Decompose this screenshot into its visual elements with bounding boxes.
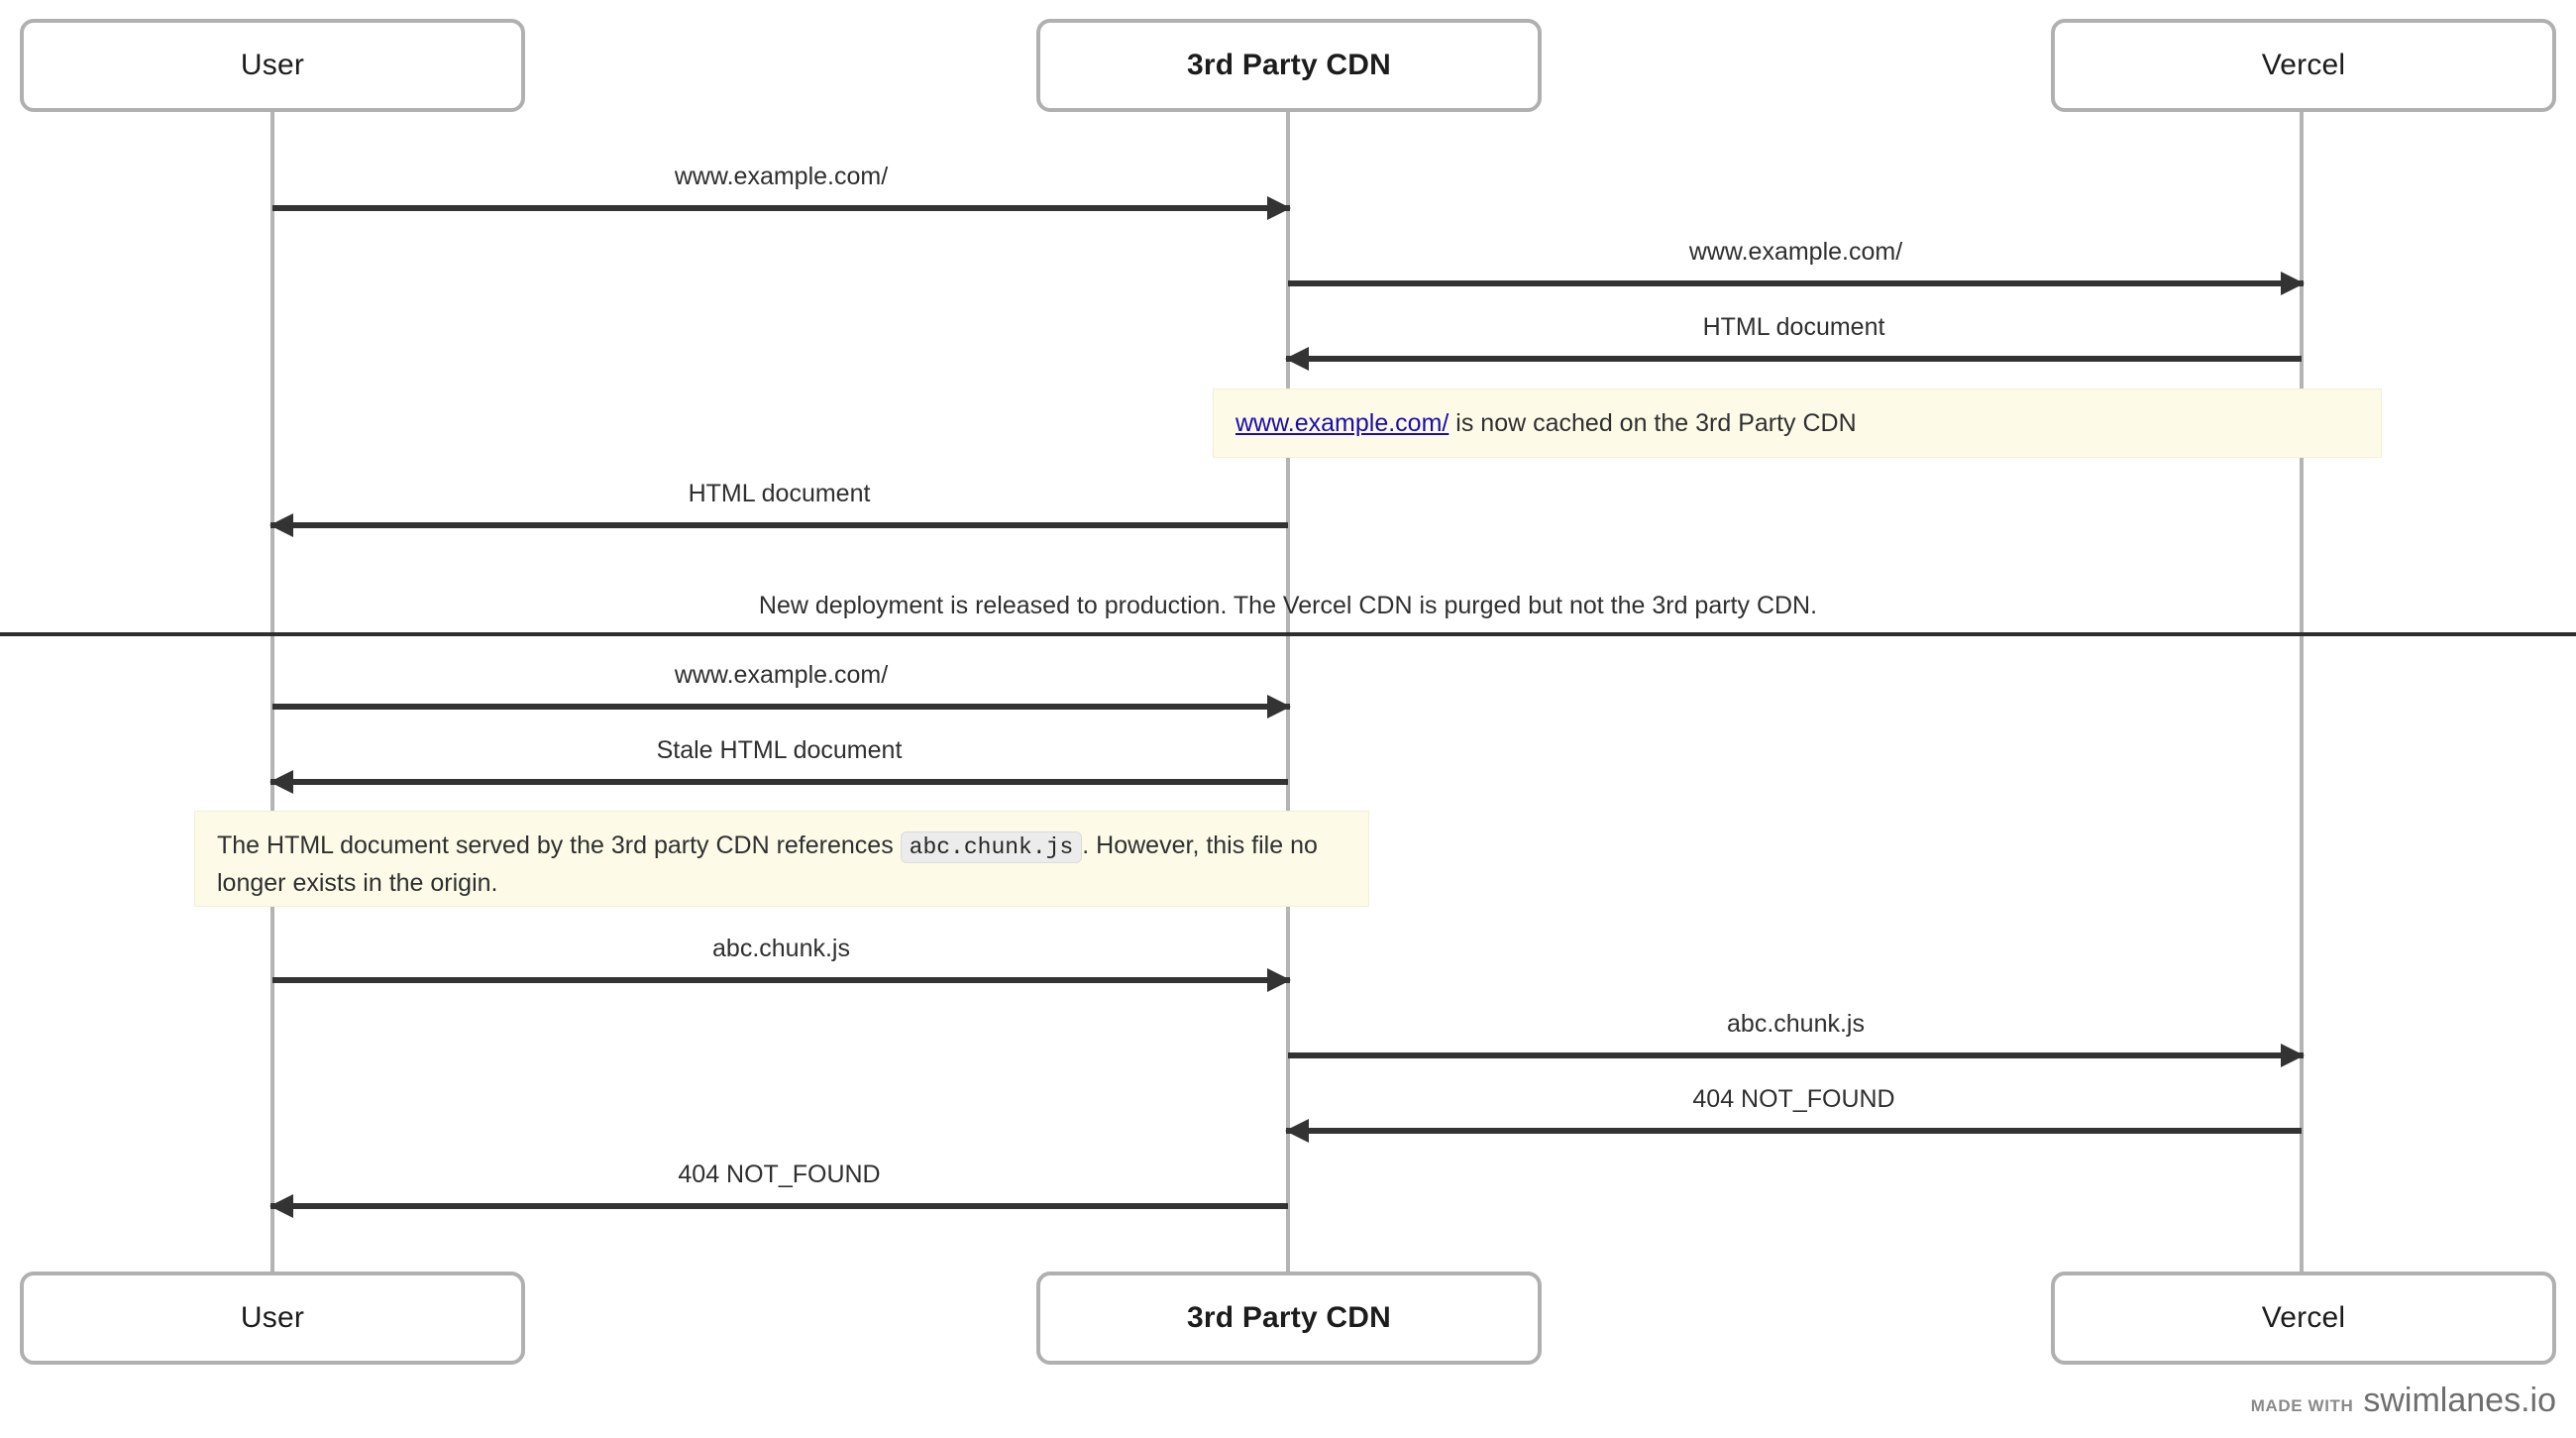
message-label: www.example.com/ xyxy=(674,661,889,689)
note-stale-chunk-before: The HTML document served by the 3rd part… xyxy=(217,831,901,859)
message-line xyxy=(270,522,1288,528)
participant-cdn-bottom[interactable]: 3rd Party CDN xyxy=(1036,1272,1542,1365)
participant-label: Vercel xyxy=(2261,1301,2346,1334)
message-label: Stale HTML document xyxy=(656,736,903,764)
arrowhead-left-icon xyxy=(269,513,293,537)
message-line xyxy=(272,704,1290,710)
message-label: abc.chunk.js xyxy=(1727,1010,1865,1038)
message-label: www.example.com/ xyxy=(674,163,889,190)
arrowhead-right-icon xyxy=(2281,1044,2305,1067)
participant-user-top[interactable]: User xyxy=(20,19,525,112)
divider-rule xyxy=(0,632,2576,636)
message-label: 404 NOT_FOUND xyxy=(1692,1085,1895,1113)
message-label: www.example.com/ xyxy=(1688,238,1903,266)
lifeline-user xyxy=(270,112,274,1272)
arrowhead-left-icon xyxy=(269,770,293,794)
note-cached-on-cdn: www.example.com/ is now cached on the 3r… xyxy=(1213,388,2382,458)
message-line xyxy=(1288,1052,2304,1058)
chunk-filename-code: abc.chunk.js xyxy=(900,831,1083,863)
message-label: HTML document xyxy=(1702,313,1885,341)
message-line xyxy=(270,779,1288,785)
divider-label: New deployment is released to production… xyxy=(758,592,1818,619)
message-line xyxy=(272,977,1290,983)
participant-vercel-top[interactable]: Vercel xyxy=(2051,19,2556,112)
participant-label: Vercel xyxy=(2261,49,2346,81)
watermark-made-with: MADE WITH xyxy=(2250,1396,2354,1415)
note-cached-rest: is now cached on the 3rd Party CDN xyxy=(1449,408,1857,437)
message-line xyxy=(1288,280,2304,286)
participant-label: 3rd Party CDN xyxy=(1187,1301,1391,1334)
message-label: HTML document xyxy=(688,480,871,507)
participant-vercel-bottom[interactable]: Vercel xyxy=(2051,1272,2556,1365)
participant-user-bottom[interactable]: User xyxy=(20,1272,525,1365)
message-line xyxy=(270,1203,1288,1209)
message-line xyxy=(272,205,1290,211)
message-label: abc.chunk.js xyxy=(712,935,850,962)
watermark-brand: swimlanes.io xyxy=(2363,1382,2556,1419)
note-stale-chunk: The HTML document served by the 3rd part… xyxy=(194,811,1369,907)
arrowhead-right-icon xyxy=(1267,968,1291,992)
arrowhead-left-icon xyxy=(1285,347,1309,371)
example-com-link[interactable]: www.example.com/ xyxy=(1235,408,1449,437)
message-line xyxy=(1286,1128,2302,1134)
message-line xyxy=(1286,356,2302,362)
message-label: 404 NOT_FOUND xyxy=(678,1161,881,1188)
arrowhead-right-icon xyxy=(1267,695,1291,719)
participant-label: 3rd Party CDN xyxy=(1187,49,1391,81)
participant-cdn-top[interactable]: 3rd Party CDN xyxy=(1036,19,1542,112)
arrowhead-right-icon xyxy=(2281,272,2305,295)
arrowhead-left-icon xyxy=(269,1194,293,1218)
note-stale-chunk-after: . However, this file no longer exists in… xyxy=(217,831,1318,897)
lifeline-vercel xyxy=(2300,112,2304,1272)
arrowhead-left-icon xyxy=(1285,1119,1309,1143)
arrowhead-right-icon xyxy=(1267,196,1291,220)
participant-label: User xyxy=(240,49,305,81)
watermark[interactable]: MADE WITH swimlanes.io xyxy=(2251,1382,2556,1420)
lifeline-cdn xyxy=(1286,112,1290,1272)
participant-label: User xyxy=(240,1301,305,1334)
